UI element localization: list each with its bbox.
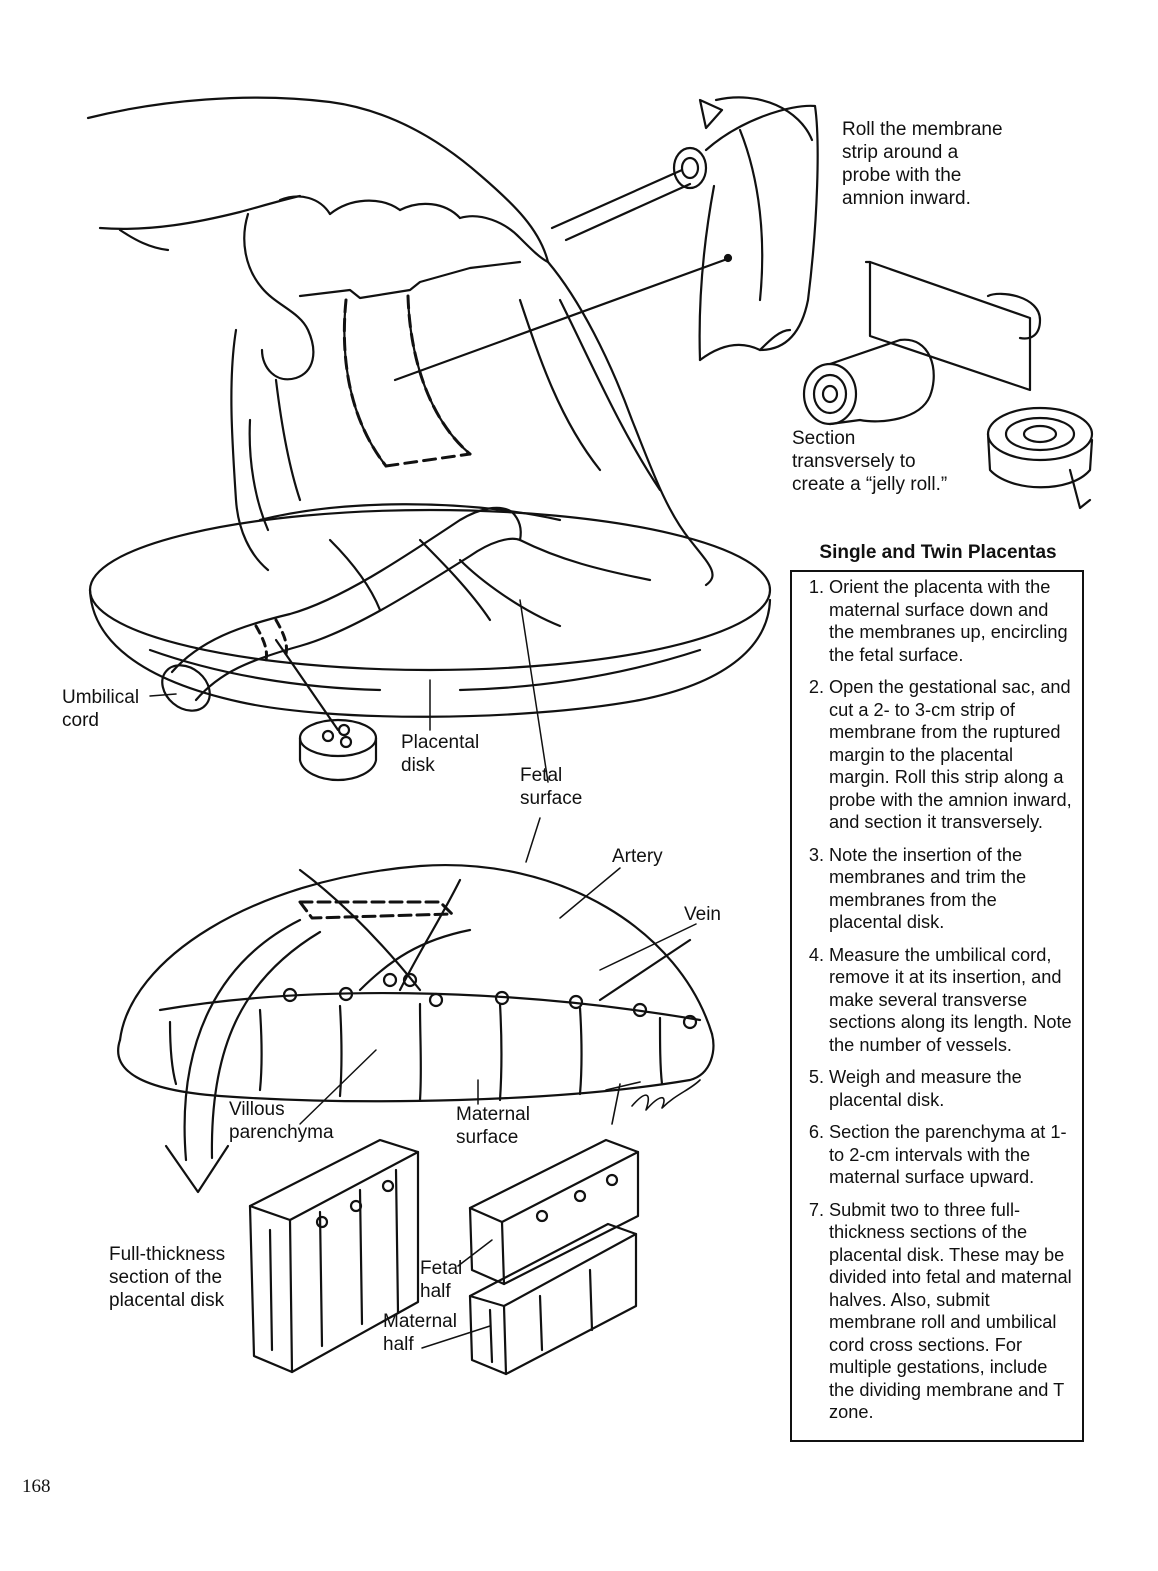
full-thickness-label: Full-thickness section of the placental … (109, 1243, 225, 1312)
maternal-half-label: Maternal half (383, 1310, 457, 1356)
vein-label: Vein (684, 903, 721, 926)
placental-disk-label: Placental disk (401, 731, 479, 777)
procedure-step: 4. Measure the umbilical cord, remove it… (800, 944, 1072, 1057)
step-number: 7. (800, 1199, 829, 1424)
step-number: 6. (800, 1121, 829, 1189)
villous-parenchyma-label: Villous parenchyma (229, 1098, 334, 1144)
procedure-step: 2. Open the gestational sac, and cut a 2… (800, 676, 1072, 834)
step-number: 2. (800, 676, 829, 834)
step-number: 3. (800, 844, 829, 934)
membrane-sac-drawing (231, 255, 731, 585)
step-text: Measure the umbilical cord, remove it at… (829, 944, 1072, 1057)
step-text: Submit two to three full-thickness secti… (829, 1199, 1072, 1424)
roll-membrane-caption: Roll the membrane strip around a probe w… (842, 118, 1003, 210)
step-text: Weigh and measure the placental disk. (829, 1066, 1072, 1111)
membrane-roll-probe-drawing (552, 97, 818, 360)
procedure-step: 5. Weigh and measure the placental disk. (800, 1066, 1072, 1111)
step-number: 5. (800, 1066, 829, 1111)
procedure-step: 6. Section the parenchyma at 1- to 2-cm … (800, 1121, 1072, 1189)
page-number: 168 (22, 1476, 51, 1498)
step-text: Orient the placenta with the maternal su… (829, 576, 1072, 666)
lower-placenta-drawing (118, 865, 713, 1192)
artery-label: Artery (612, 845, 663, 868)
procedure-steps-box: 1. Orient the placenta with the maternal… (790, 570, 1084, 1442)
step-number: 4. (800, 944, 829, 1057)
procedure-steps-list: 1. Orient the placenta with the maternal… (800, 576, 1072, 1424)
maternal-surface-label: Maternal surface (456, 1103, 530, 1149)
procedure-step: 3. Note the insertion of the membranes a… (800, 844, 1072, 934)
fetal-half-label: Fetal half (420, 1257, 462, 1303)
hand-drawing (88, 98, 548, 380)
step-number: 1. (800, 576, 829, 666)
procedure-heading: Single and Twin Placentas (790, 541, 1086, 565)
jelly-roll-caption: Section transversely to create a “jelly … (792, 427, 947, 496)
procedure-step: 1. Orient the placenta with the maternal… (800, 576, 1072, 666)
procedure-step: 7. Submit two to three full-thickness se… (800, 1199, 1072, 1424)
umbilical-cord-label: Umbilical cord (62, 686, 139, 732)
fetal-surface-label: Fetal surface (520, 764, 582, 810)
step-text: Note the insertion of the membranes and … (829, 844, 1072, 934)
step-text: Open the gestational sac, and cut a 2- t… (829, 676, 1072, 834)
step-text: Section the parenchyma at 1- to 2-cm int… (829, 1121, 1072, 1189)
